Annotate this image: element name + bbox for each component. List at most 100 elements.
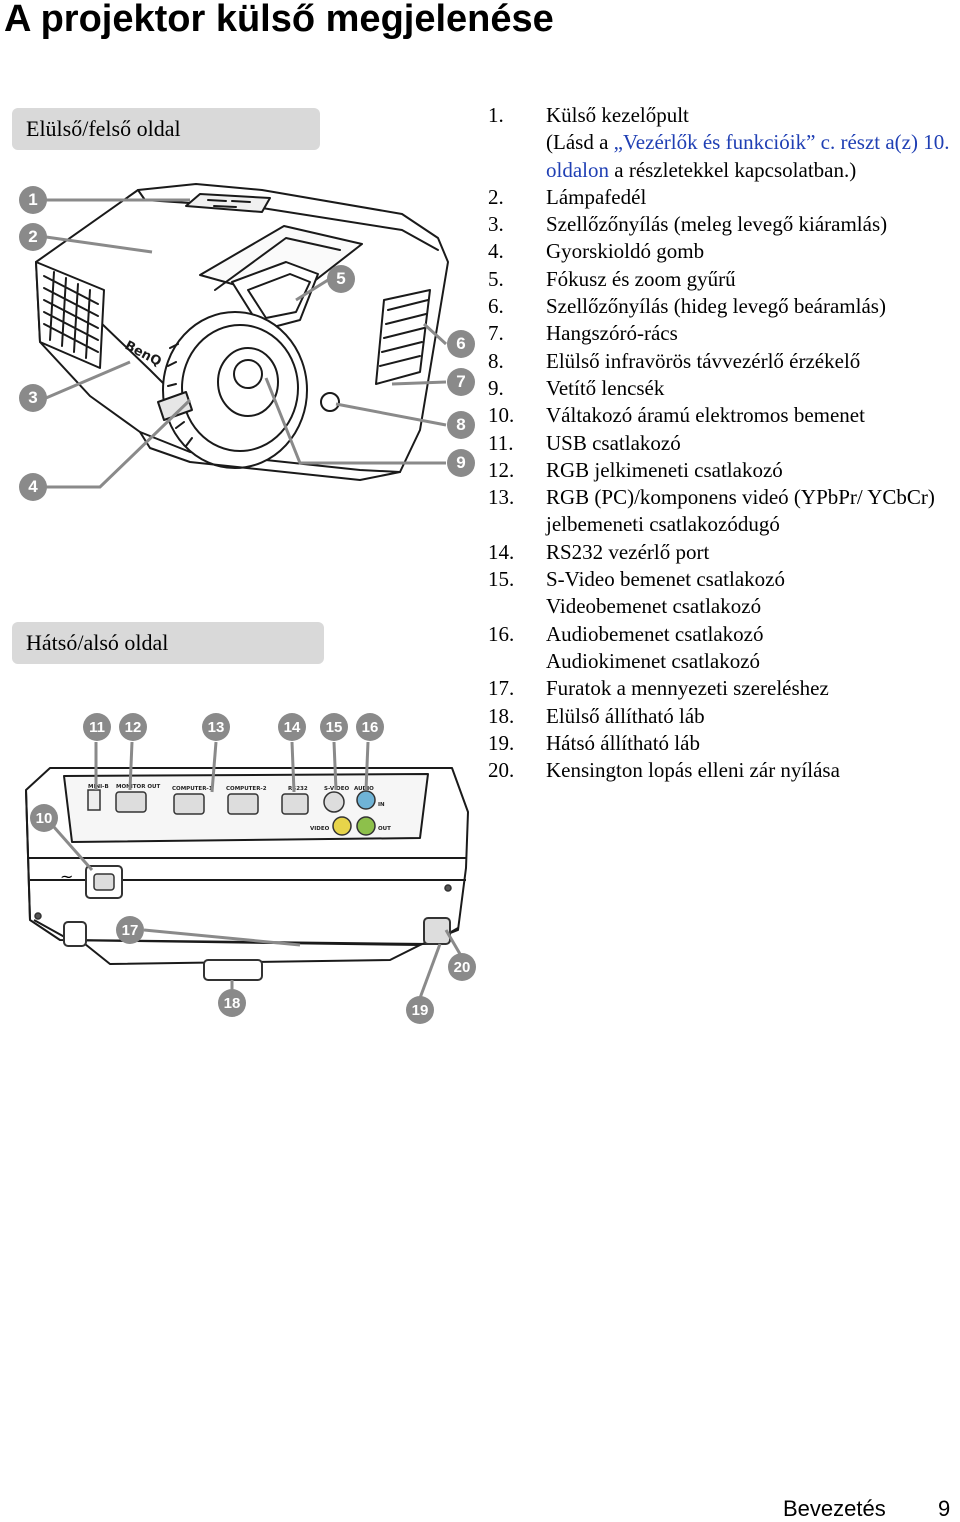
item-number: 5. [488, 266, 504, 291]
panel-label-rs232: RS232 [288, 786, 308, 792]
callout-4: 4 [19, 473, 47, 501]
item-text: Vetítő lencsék [546, 375, 665, 400]
item-text-line2: Audiokimenet csatlakozó [546, 648, 761, 673]
callout-8: 8 [447, 411, 475, 439]
item-text: USB csatlakozó [546, 430, 681, 455]
callout-6: 6 [447, 330, 475, 358]
footer-section-name: Bevezetés [783, 1496, 886, 1521]
item-number: 15. [488, 567, 515, 592]
ac-symbol: ~ [60, 867, 73, 886]
item-number: 13. [488, 485, 515, 510]
parts-list-item: 19.Hátsó állítható láb [488, 730, 953, 757]
footer-page-number: 9 [938, 1496, 951, 1521]
rear-bottom-header-label: Hátsó/alsó oldal [26, 630, 169, 655]
item-text: RGB jelkimeneti csatlakozó [546, 457, 783, 482]
item-detail: (Lásd a „Vezérlők és funkcióik” c. részt… [546, 129, 953, 184]
item-number: 11. [488, 430, 514, 455]
parts-list-item: 3.Szellőzőnyílás (meleg levegő kiáramlás… [488, 211, 953, 238]
item-text-line2: Videobemenet csatlakozó [546, 594, 762, 619]
item-number: 17. [488, 676, 515, 701]
front-top-header-label: Elülső/felső oldal [26, 116, 181, 141]
item-text: Furatok a mennyezeti szereléshez [546, 676, 829, 701]
parts-list: 1. Külső kezelőpult (Lásd a „Vezérlők és… [488, 102, 953, 784]
item-number: 9. [488, 375, 504, 400]
item-number: 16. [488, 621, 515, 646]
parts-list-item: 20. Kensington lopás elleni zár nyílása [488, 757, 953, 784]
parts-list-item: 5. Fókusz és zoom gyűrű [488, 266, 953, 293]
parts-list-item: 8. Elülső infravörös távvezérlő érzékelő [488, 348, 953, 375]
projector-rear-illustration: ~ MINI-B MONITOR OUT COMPUTER-1 COMPUTER… [25, 741, 469, 999]
callout-15: 15 [320, 713, 348, 741]
callout-18: 18 [218, 989, 246, 1017]
callout-3: 3 [19, 384, 47, 412]
panel-label-in: IN [378, 802, 385, 808]
parts-list-item: 7. Hangszóró-rács [488, 320, 953, 347]
item-number: 4. [488, 239, 504, 264]
item-text: Lámpafedél [546, 184, 647, 209]
item-text: Gyorskioldó gomb [546, 239, 705, 264]
panel-label-audio: AUDIO [354, 786, 374, 792]
item-number: 18. [488, 703, 515, 728]
item-detail-post: a részletekkel kapcsolatban.) [609, 157, 857, 182]
item-number: 12. [488, 457, 515, 482]
rear-bottom-header: Hátsó/alsó oldal [12, 622, 324, 664]
callout-17: 17 [116, 916, 144, 944]
item-number: 2. [488, 184, 504, 209]
item-text: Kensington lopás elleni zár nyílása [546, 758, 840, 783]
item-text: Szellőzőnyílás (meleg levegő kiáramlás) [546, 212, 888, 237]
page-title: A projektor külső megjelenése [4, 0, 554, 40]
parts-list-item: 1. Külső kezelőpult (Lásd a „Vezérlők és… [488, 102, 953, 184]
item-number: 6. [488, 294, 504, 319]
callout-12: 12 [119, 713, 147, 741]
item-number: 1. [488, 103, 504, 127]
parts-list-item: 10. Váltakozó áramú elektromos bemenet [488, 402, 953, 429]
panel-label-video: VIDEO [310, 826, 330, 832]
item-number: 8. [488, 348, 504, 373]
parts-list-item: 17. Furatok a mennyezeti szereléshez [488, 675, 953, 702]
item-text: Szellőzőnyílás (hideg levegő beáramlás) [546, 294, 886, 319]
panel-label-computer-1: COMPUTER-1 [172, 786, 213, 792]
item-text: RS232 vezérlő port [546, 539, 710, 564]
parts-list-item: 4. Gyorskioldó gomb [488, 238, 953, 265]
parts-list-item: 18. Elülső állítható láb [488, 703, 953, 730]
item-detail-pre: (Lásd a [546, 130, 614, 155]
item-text: Audiobemenet csatlakozó [546, 621, 764, 646]
item-number: 10. [488, 403, 515, 428]
callout-10: 10 [30, 804, 58, 832]
callout-16: 16 [356, 713, 384, 741]
callout-13: 13 [202, 713, 230, 741]
item-text: Elülső infravörös távvezérlő érzékelő [546, 348, 861, 373]
controls-and-functions-link[interactable]: „Vezérlők és funkcióik” c. részt a(z) 10… [546, 130, 950, 182]
parts-list-item: 13. RGB (PC)/komponens videó (YPbPr/ YCbC… [488, 484, 953, 539]
callout-9: 9 [447, 449, 475, 477]
panel-label-mini-b: MINI-B [88, 784, 109, 790]
parts-list-item: 11. USB csatlakozó [488, 430, 953, 457]
callout-7: 7 [447, 368, 475, 396]
item-text: Külső kezelőpult [546, 103, 689, 127]
parts-list-item: 14. RS232 vezérlő port [488, 539, 953, 566]
projector-front-illustration: BenQ [35, 183, 449, 489]
item-text: Hátsó állítható láb [546, 730, 700, 755]
callout-19: 19 [406, 996, 434, 1024]
callout-2: 2 [19, 223, 47, 251]
item-text: Elülső állítható láb [546, 703, 705, 728]
panel-label-monitor-out: MONITOR OUT [116, 784, 161, 790]
item-text: Fókusz és zoom gyűrű [546, 266, 736, 291]
item-number: 20. [488, 758, 515, 783]
callout-5: 5 [327, 265, 355, 293]
callout-11: 11 [83, 713, 111, 741]
item-text: Váltakozó áramú elektromos bemenet [546, 403, 865, 428]
item-text: Hangszóró-rács [546, 321, 678, 346]
parts-list-item: 2. Lámpafedél [488, 184, 953, 211]
parts-list-item: 9. Vetítő lencsék [488, 375, 953, 402]
callout-14: 14 [278, 713, 306, 741]
item-number: 7. [488, 321, 504, 346]
item-text: S-Video bemenet csatlakozó [546, 567, 785, 592]
parts-list-item: 6. Szellőzőnyílás (hideg levegő beáramlás… [488, 293, 953, 320]
item-number: 14. [488, 539, 515, 564]
parts-list-item: 12. RGB jelkimeneti csatlakozó [488, 457, 953, 484]
item-text: RGB (PC)/komponens videó (YPbPr/ YCbCr) … [546, 485, 935, 537]
front-top-header: Elülső/felső oldal [12, 108, 320, 150]
